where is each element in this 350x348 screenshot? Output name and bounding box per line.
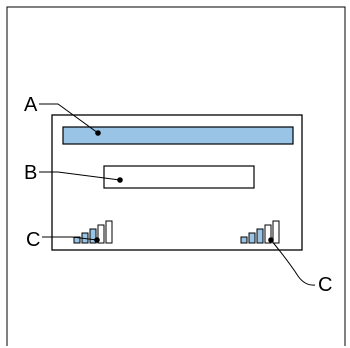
leader-line-c-left bbox=[42, 236, 98, 241]
signal-indicator-left bbox=[73, 220, 113, 244]
signal-bar-left-4 bbox=[97, 224, 105, 244]
outer-frame bbox=[6, 6, 346, 346]
empty-field bbox=[103, 165, 255, 189]
signal-bar-left-5 bbox=[105, 220, 113, 244]
signal-bar-right-4 bbox=[264, 224, 272, 244]
leader-line-b bbox=[39, 171, 121, 181]
callout-c-left: C bbox=[26, 229, 40, 251]
highlighted-bar bbox=[62, 126, 294, 145]
leader-dot-c-right bbox=[268, 237, 274, 243]
callout-a: A bbox=[24, 94, 38, 116]
signal-indicator-right bbox=[240, 220, 280, 244]
callout-b: B bbox=[24, 162, 37, 184]
callout-c-right: C bbox=[318, 274, 332, 296]
leader-dot-a bbox=[95, 130, 101, 136]
signal-bar-left-3 bbox=[89, 228, 97, 244]
signal-bar-right-5 bbox=[272, 220, 280, 244]
signal-bar-right-1 bbox=[240, 236, 248, 244]
leader-dot-b bbox=[117, 177, 123, 183]
signal-bar-right-3 bbox=[256, 228, 264, 244]
leader-line-c-right bbox=[270, 239, 316, 286]
leader-dot-c-left bbox=[94, 237, 100, 243]
signal-bar-right-2 bbox=[248, 232, 256, 244]
signal-bar-left-1 bbox=[73, 236, 81, 244]
leader-line-a bbox=[39, 103, 99, 134]
